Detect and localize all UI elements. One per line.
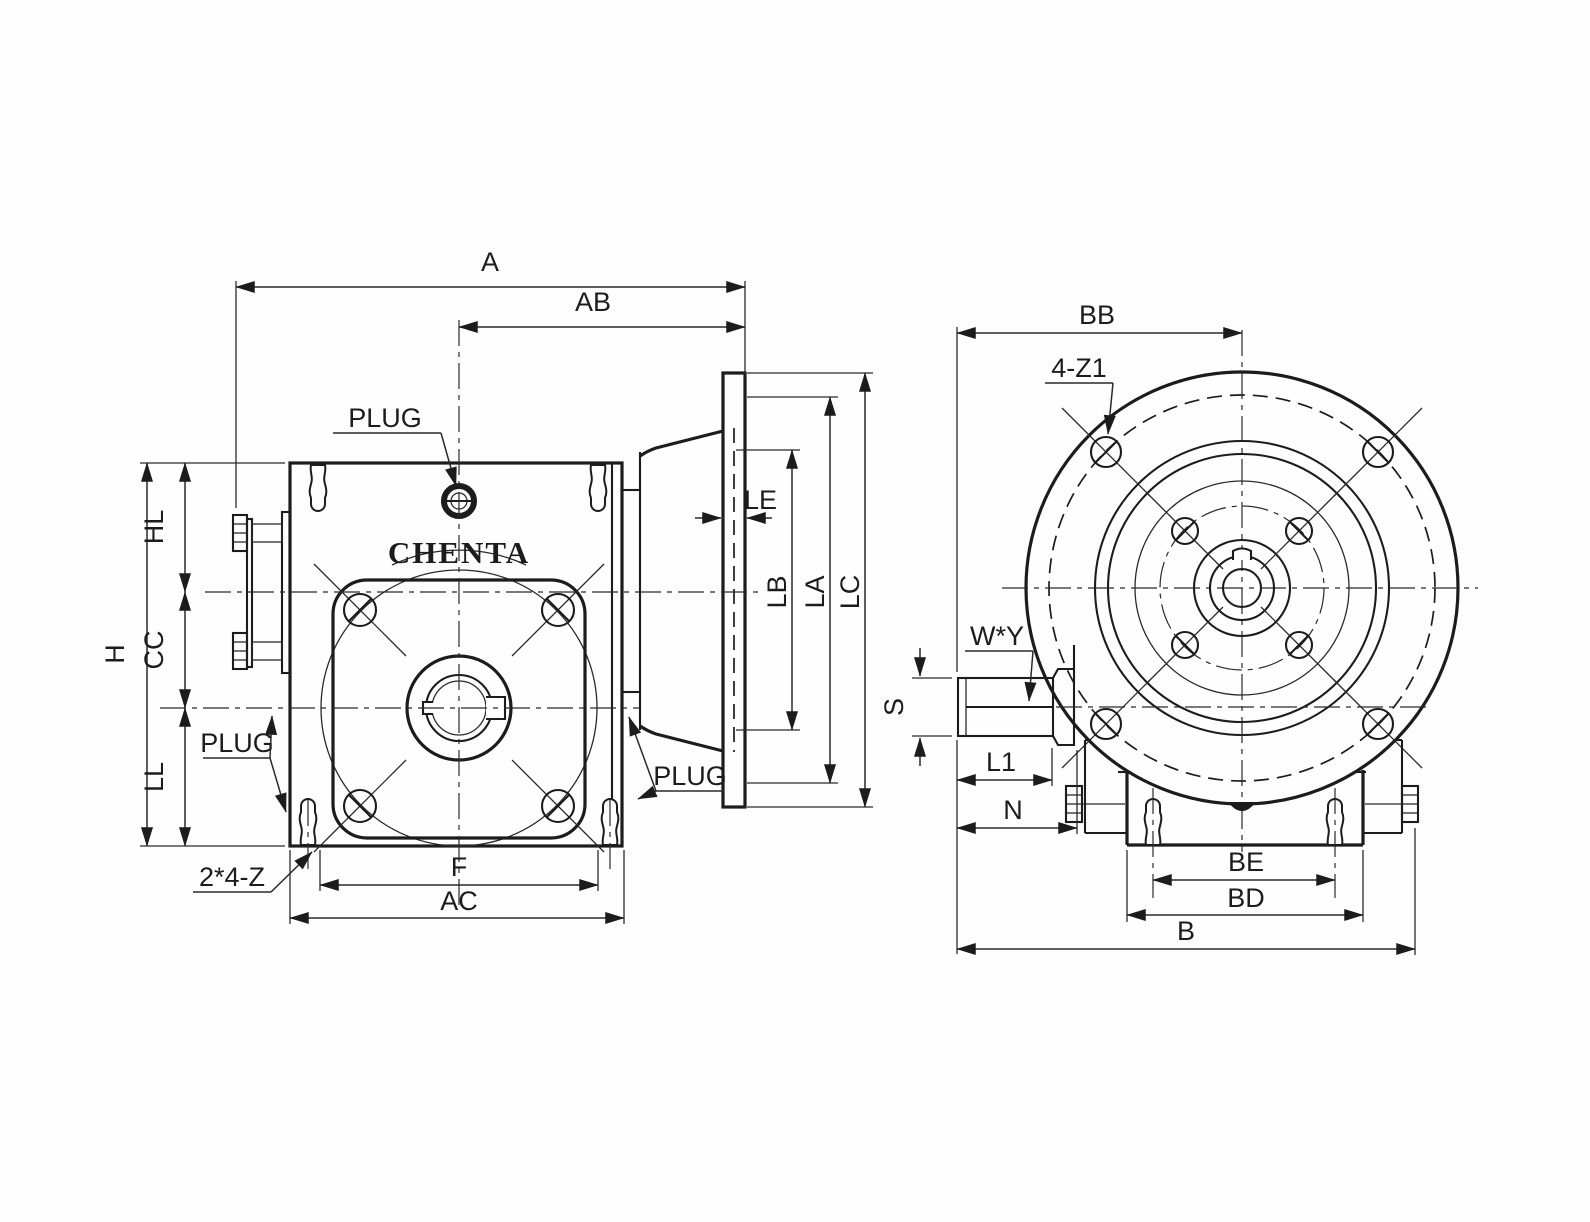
side-view-centerlines [1002,330,1478,852]
dim-label-b: B [1177,916,1195,946]
outer-bolt-holes [1061,407,1423,769]
wing-hex-bolt-right [1365,784,1420,824]
dim-label-lc: LC [835,575,865,610]
dim-label-s: S [879,698,909,716]
dim-label-le: LE [744,485,777,515]
dim-label-bd: BD [1227,883,1265,913]
front-view-centerlines [160,320,758,910]
plug-label-left: PLUG [200,728,274,758]
input-side-cover [231,510,292,675]
plug-label-top: PLUG [348,403,422,433]
dim-label-ac: AC [440,886,478,916]
motor-flange-side [721,371,747,809]
wing-hex-bolt-left [1064,784,1125,824]
side-view-dimensions: BB 4-Z1 W*Y S L1 N BE BD B [879,300,1416,955]
bottom-plug [1228,802,1256,811]
dim-label-cc: CC [139,631,169,670]
dim-label-ll: LL [139,762,169,792]
hex-bolt-upper [231,513,249,553]
plug-label-right: PLUG [653,761,727,791]
flange-thread-note: 4-Z1 [1051,353,1107,383]
output-flange-bolt-holes [313,563,605,853]
dim-label-lb: LB [762,575,792,608]
dim-label-ab: AB [575,287,611,317]
dim-label-h: H [100,644,130,664]
inner-bolt-holes [1146,492,1338,684]
dim-label-n: N [1003,795,1023,825]
brand-logo: CHENTA [388,535,530,570]
dim-label-a: A [481,247,499,277]
side-view [956,330,1478,898]
dim-label-la: LA [800,575,830,608]
thread-note-label: 2*4-Z [199,862,265,892]
front-view: CHENTA [160,320,758,910]
keyway-nub [1231,547,1253,560]
front-view-dimensions: A AB PLUG H HL CC LL PLUG 2*4-Z F [100,247,873,924]
keyway-note-label: W*Y [970,621,1024,651]
hex-bolt-lower [231,631,249,671]
dim-label-l1: L1 [986,747,1016,777]
dim-label-f: F [451,852,468,882]
side-view-bore [1208,547,1276,622]
dim-label-hl: HL [139,510,169,545]
input-shaft [956,645,1430,747]
dim-label-bb: BB [1079,300,1115,330]
mounting-base [1064,738,1420,898]
dim-label-be: BE [1228,847,1264,877]
